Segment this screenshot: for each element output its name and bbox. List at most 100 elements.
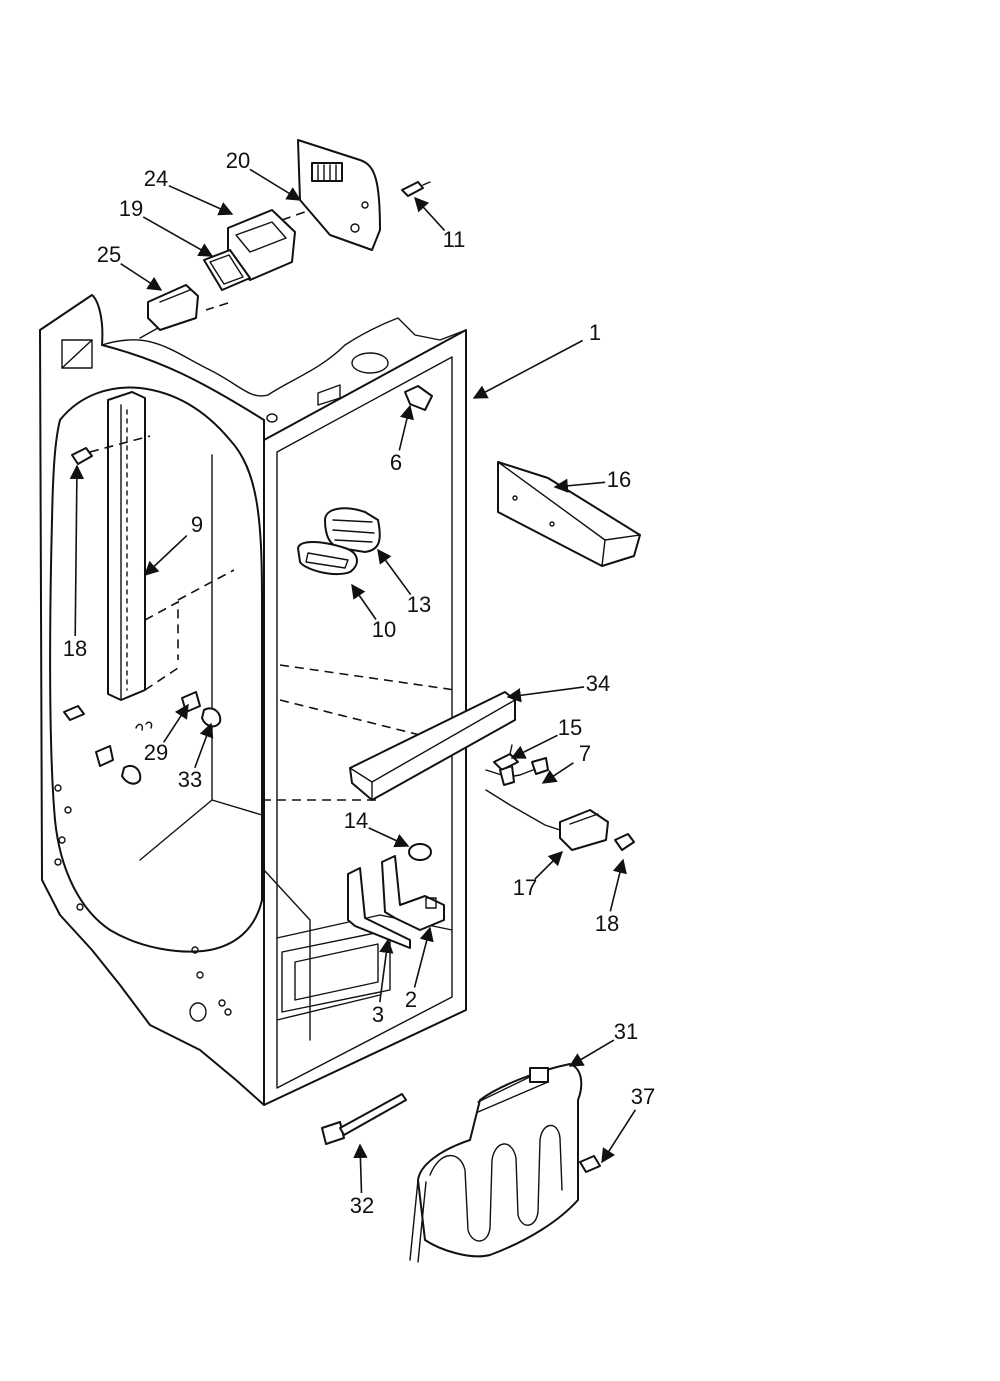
leader-arrow xyxy=(413,926,434,988)
screw xyxy=(401,181,431,197)
screw xyxy=(63,705,85,721)
callout-c10: 10 xyxy=(351,583,396,642)
callout-c29: 29 xyxy=(144,703,189,765)
screw xyxy=(614,833,635,851)
callout-c7: 7 xyxy=(541,741,591,784)
leader-arrow xyxy=(120,263,163,291)
light-lens xyxy=(297,541,358,576)
leader-arrow xyxy=(472,339,583,399)
thermostat-control xyxy=(559,809,609,851)
callout-number: 34 xyxy=(586,671,610,696)
gasket xyxy=(203,249,251,291)
leader-arrow xyxy=(414,196,446,232)
cover-strip xyxy=(349,691,516,801)
leader-arrow xyxy=(377,548,412,596)
callout-c3: 3 xyxy=(372,938,394,1027)
cable-tie xyxy=(321,1093,407,1145)
callout-number: 2 xyxy=(405,987,417,1012)
callout-number: 6 xyxy=(390,450,402,475)
screw xyxy=(71,447,93,465)
callout-c1: 1 xyxy=(472,320,601,399)
callout-c17: 17 xyxy=(513,850,564,900)
leader-arrow xyxy=(142,216,214,257)
cabinet-liner xyxy=(39,294,467,1106)
bracket-2 xyxy=(381,855,445,931)
screw xyxy=(579,1155,601,1173)
callout-number: 25 xyxy=(97,242,121,267)
callout-number: 31 xyxy=(614,1019,638,1044)
control-housing xyxy=(297,139,381,251)
callout-number: 18 xyxy=(595,911,619,936)
leader-arrow xyxy=(379,938,394,1003)
leader-arrow xyxy=(553,478,606,493)
callout-c15: 15 xyxy=(510,715,582,759)
callout-number: 11 xyxy=(443,227,466,252)
callout-number: 14 xyxy=(344,808,368,833)
callout-group: 2024192511161691310183415729331417183231… xyxy=(63,148,655,1218)
callout-number: 16 xyxy=(607,467,631,492)
leader-arrow xyxy=(568,1039,615,1067)
leader-arrow xyxy=(168,184,234,216)
leader-arrow xyxy=(351,583,377,620)
callout-c24: 24 xyxy=(144,166,234,216)
leader-arrow xyxy=(609,858,627,912)
leader-arrow xyxy=(368,827,410,848)
callout-c25: 25 xyxy=(97,242,163,291)
callout-number: 9 xyxy=(191,512,203,537)
callout-c2: 2 xyxy=(405,926,434,1012)
callout-c34: 34 xyxy=(506,671,610,703)
callout-c18b: 18 xyxy=(595,858,627,936)
clip xyxy=(404,385,433,411)
callout-number: 32 xyxy=(350,1193,374,1218)
leader-arrow xyxy=(143,535,188,576)
leader-arrow xyxy=(249,168,302,201)
callout-number: 37 xyxy=(631,1084,655,1109)
callout-c19: 19 xyxy=(119,196,214,257)
leader-arrow xyxy=(194,722,214,769)
callout-number: 20 xyxy=(226,148,250,173)
leader-arrow xyxy=(506,686,585,703)
leader-arrow xyxy=(69,464,85,637)
actuator xyxy=(139,284,199,339)
callout-c32: 32 xyxy=(350,1143,374,1218)
callout-number: 24 xyxy=(144,166,168,191)
callout-c6: 6 xyxy=(390,404,414,475)
callout-number: 17 xyxy=(513,875,537,900)
leader-arrow xyxy=(510,734,558,759)
leader-arrow xyxy=(398,404,414,451)
leader-arrow xyxy=(601,1109,637,1164)
callout-number: 10 xyxy=(372,617,396,642)
callout-number: 15 xyxy=(558,715,582,740)
callout-number: 33 xyxy=(178,767,202,792)
callout-c14: 14 xyxy=(344,808,410,848)
leader-arrow xyxy=(163,703,189,743)
leader-arrow xyxy=(353,1143,368,1194)
callout-c31: 31 xyxy=(568,1019,638,1067)
callout-c13: 13 xyxy=(377,548,431,617)
callout-c33: 33 xyxy=(178,722,214,792)
bracket-3 xyxy=(347,867,411,949)
callout-number: 7 xyxy=(579,741,591,766)
callout-number: 19 xyxy=(119,196,143,221)
callout-c20: 20 xyxy=(226,148,302,201)
vent-grille xyxy=(324,507,381,553)
wire-harness xyxy=(485,757,561,831)
callout-number: 29 xyxy=(144,740,168,765)
leader-arrow xyxy=(541,762,574,784)
callout-number: 18 xyxy=(63,636,87,661)
air-duct-channel xyxy=(497,461,641,567)
callout-c9: 9 xyxy=(143,512,203,576)
callout-c37: 37 xyxy=(601,1084,655,1164)
callout-number: 1 xyxy=(589,320,601,345)
light-socket-lower xyxy=(95,745,142,785)
callout-c11: 11 xyxy=(414,196,466,252)
leader-arrow xyxy=(534,850,564,880)
callout-c18a: 18 xyxy=(63,464,87,661)
grommet xyxy=(408,843,432,861)
callout-c16: 16 xyxy=(553,467,631,493)
evaporator-coil xyxy=(409,1063,583,1263)
callout-number: 3 xyxy=(372,1002,384,1027)
callout-number: 13 xyxy=(407,592,431,617)
